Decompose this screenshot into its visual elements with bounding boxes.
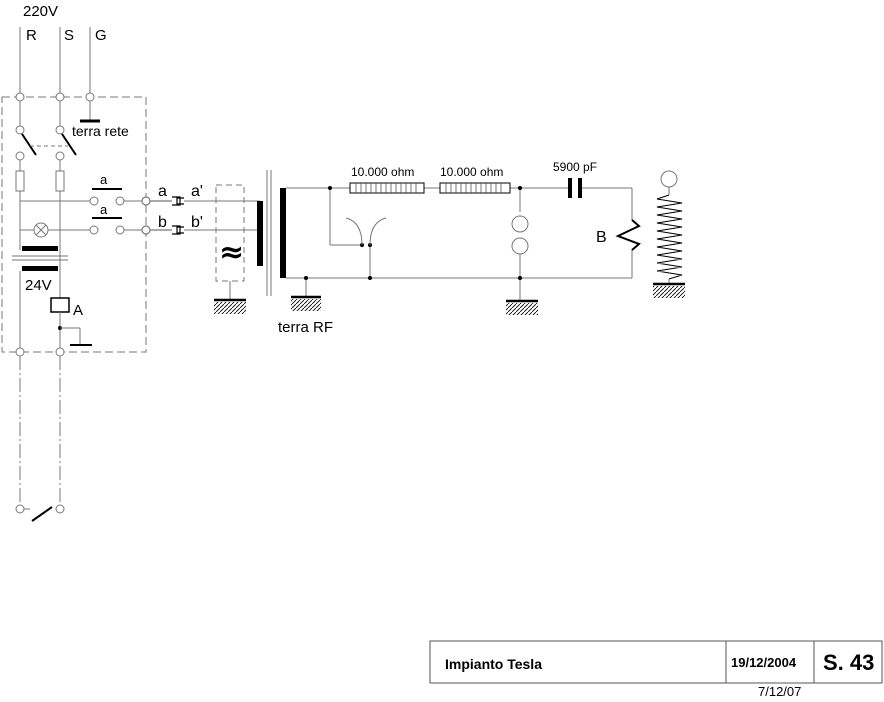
spark-gap xyxy=(345,217,387,246)
phase-r-label: R xyxy=(26,27,37,44)
term-b-prime-label: b' xyxy=(191,214,203,231)
contact-a-upper-label: a xyxy=(100,172,108,187)
regulator-ground xyxy=(214,281,246,314)
resistor-2-label: 10.000 ohm xyxy=(440,165,503,179)
contact-a-lower-label: a xyxy=(100,202,108,217)
terra-rete-label: terra rete xyxy=(72,123,129,139)
drawing-date: 19/12/2004 xyxy=(731,655,797,670)
capacitor-label: 5900 pF xyxy=(553,160,597,174)
pilot-lamp xyxy=(20,222,60,238)
relay-coil-a xyxy=(50,271,92,346)
capacitor xyxy=(568,178,582,198)
v24-label: 24V xyxy=(25,277,52,294)
remote-switch-cable xyxy=(15,356,65,522)
hv-transformer xyxy=(257,170,286,296)
plug-connectors xyxy=(141,196,260,235)
ground-g-label: G xyxy=(95,27,107,44)
term-a-label: a xyxy=(158,183,167,200)
term-a-prime-label: a' xyxy=(191,183,203,200)
regulator-box xyxy=(215,184,245,282)
resistor-1 xyxy=(349,182,425,194)
terra-rf-label: terra RF xyxy=(278,319,333,336)
phase-s-label: S xyxy=(64,27,74,44)
supply-voltage-label: 220V xyxy=(23,3,58,20)
relay-a-label: A xyxy=(73,302,83,319)
rf-ground xyxy=(291,295,321,311)
supply-lines xyxy=(19,27,91,93)
control-panel-box xyxy=(1,96,147,353)
resistor-2 xyxy=(439,182,511,194)
main-switch xyxy=(15,101,77,171)
contactor-a-upper xyxy=(20,188,146,206)
ball-gap xyxy=(511,215,529,255)
resistor-1-label: 10.000 ohm xyxy=(351,165,414,179)
circuit-junctions xyxy=(304,186,522,280)
ball-gap-ground xyxy=(506,299,538,315)
tesla-secondary-coil xyxy=(653,170,685,298)
drawing-title: Impianto Tesla xyxy=(445,656,542,672)
contactor-a-lower xyxy=(60,217,146,235)
primary-coil-b xyxy=(615,219,641,251)
sheet-number: S. 43 xyxy=(823,650,874,675)
secondary-circuit xyxy=(286,187,633,300)
term-b-label: b xyxy=(158,214,167,231)
fuses xyxy=(15,170,65,352)
revision-date: 7/12/07 xyxy=(758,684,801,699)
terra-rete-ground xyxy=(80,101,100,123)
coil-b-label: B xyxy=(596,229,607,246)
title-block xyxy=(429,640,883,684)
regulator-symbol: ≈ xyxy=(219,235,244,270)
control-transformer xyxy=(12,230,68,352)
